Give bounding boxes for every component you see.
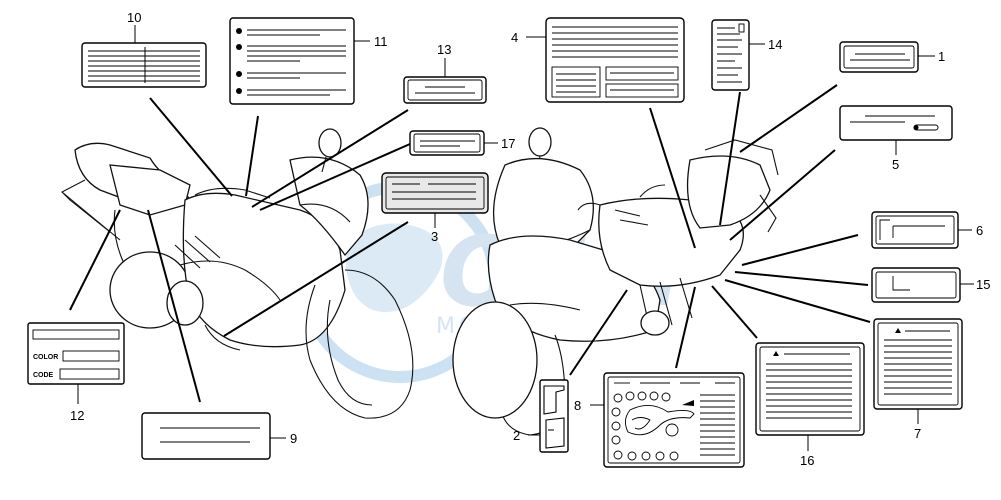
label-2 [539,379,569,453]
label-12-color-text: COLOR [33,354,58,361]
label-10 [81,42,207,88]
callout-3: 3 [431,229,438,244]
label-3 [381,172,489,214]
label-12-code-text: CODE [33,372,54,379]
callout-13: 13 [437,42,451,57]
callout-10: 10 [127,10,141,25]
callout-16: 16 [800,453,814,468]
label-13 [403,76,487,104]
label-6 [871,211,959,249]
callout-17: 17 [501,136,515,151]
callout-2: 2 [513,428,520,443]
label-5 [839,105,953,141]
callout-6: 6 [976,223,983,238]
label-1 [839,41,919,73]
callout-7: 7 [914,426,921,441]
callout-8: 8 [574,398,581,413]
callout-15: 15 [976,277,990,292]
callout-11: 11 [374,34,388,49]
callout-numbers: 10 11 13 17 3 4 14 1 5 6 15 7 16 8 2 12 … [70,10,990,468]
label-7 [873,318,963,410]
label-17 [409,130,485,156]
callout-14: 14 [768,37,782,52]
callout-12: 12 [70,408,84,423]
label-14 [711,19,750,91]
callout-9: 9 [290,431,297,446]
label-11 [229,17,355,105]
callout-4: 4 [511,30,518,45]
leader-lines [69,84,871,403]
callout-5: 5 [892,157,899,172]
label-12: COLOR CODE [27,322,125,385]
label-15 [871,267,961,303]
label-16 [755,342,865,436]
label-4 [545,17,685,103]
callout-1: 1 [938,49,945,64]
label-9 [141,412,271,460]
left-motorcycle [61,128,414,419]
callout-ticks [77,25,974,451]
label-8 [603,372,745,468]
right-motorcycle [452,127,779,436]
